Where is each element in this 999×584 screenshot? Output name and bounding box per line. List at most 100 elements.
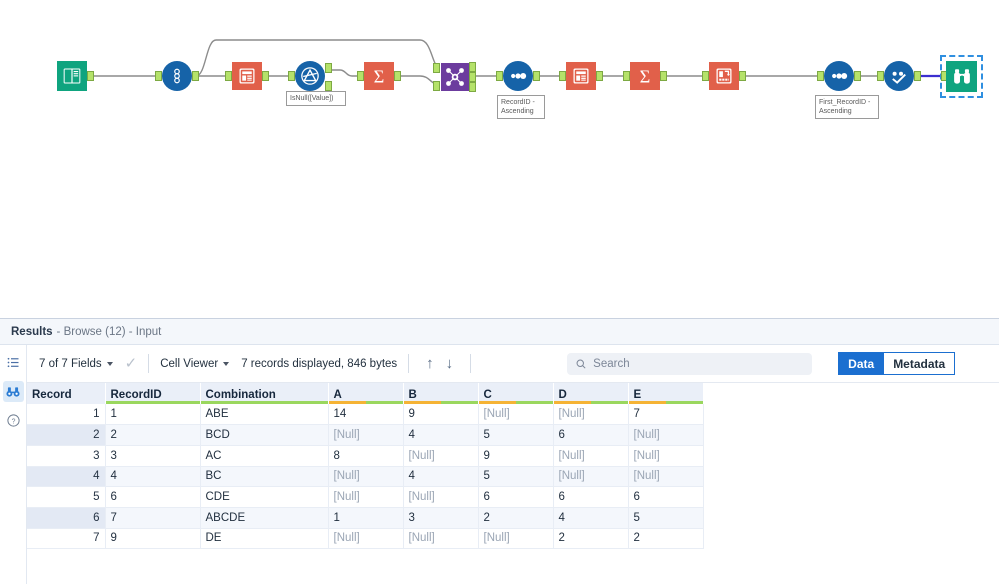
help-icon[interactable]: ? [3, 410, 24, 431]
tool-select-2[interactable] [877, 61, 921, 91]
cell-D[interactable]: [Null] [553, 404, 629, 426]
input-port[interactable] [496, 71, 503, 81]
cell-RecordID[interactable]: 1 [105, 404, 201, 426]
data-metadata-toggle[interactable]: Data Metadata [838, 352, 956, 375]
cell-RecordID[interactable]: 7 [105, 507, 201, 529]
cell-Combination[interactable]: DE [200, 528, 329, 550]
cell-Combination[interactable]: BCD [200, 424, 329, 446]
column-header-d[interactable]: D [553, 383, 629, 404]
cell-B[interactable]: [Null] [403, 528, 479, 550]
cell-Combination[interactable]: CDE [200, 486, 329, 508]
left-input-port[interactable] [433, 63, 440, 73]
cell-A[interactable]: 8 [328, 445, 404, 467]
scroll-up-button[interactable]: ↑ [426, 355, 434, 372]
workflow-canvas[interactable]: IsNull([Value]) Σ [0, 0, 999, 318]
cell-RecordID[interactable]: 9 [105, 528, 201, 550]
cell-E[interactable]: [Null] [628, 466, 704, 488]
cell-E[interactable]: 7 [628, 404, 704, 426]
input-port[interactable] [225, 71, 232, 81]
tool-sort-1[interactable]: RecordID - Ascending [496, 61, 545, 119]
cell-Combination[interactable]: ABE [200, 404, 329, 426]
tool-transpose[interactable] [559, 62, 603, 90]
column-header-combination[interactable]: Combination [200, 383, 329, 404]
input-port[interactable] [877, 71, 884, 81]
cell-D[interactable]: 2 [553, 528, 629, 550]
cell-RecordID[interactable]: 2 [105, 424, 201, 446]
output-port[interactable] [854, 71, 861, 81]
tool-join[interactable] [433, 62, 476, 92]
cell-A[interactable]: 14 [328, 404, 404, 426]
cell-E[interactable]: [Null] [628, 445, 704, 467]
column-header-recordid[interactable]: RecordID [105, 383, 201, 404]
tool-summarize-2[interactable]: Σ [623, 62, 667, 90]
output-port[interactable] [87, 71, 94, 81]
chevron-down-icon[interactable] [106, 361, 113, 366]
cell-A[interactable]: 1 [328, 507, 404, 529]
cell-RecordID[interactable]: 3 [105, 445, 201, 467]
cell-A[interactable]: [Null] [328, 528, 404, 550]
cell-B[interactable]: 4 [403, 466, 479, 488]
tool-sort-2[interactable]: First_RecordID - Ascending [815, 61, 879, 119]
tool-crosstab[interactable] [702, 62, 746, 90]
right-output-port[interactable] [469, 82, 476, 92]
join-output-port[interactable] [469, 72, 476, 82]
cell-B[interactable]: 4 [403, 424, 479, 446]
input-port[interactable] [702, 71, 709, 81]
cell-C[interactable]: 9 [478, 445, 554, 467]
tab-data[interactable]: Data [838, 352, 885, 375]
tool-filter[interactable]: IsNull([Value]) [286, 61, 346, 106]
cell-B[interactable]: 9 [403, 404, 479, 426]
output-port[interactable] [394, 71, 401, 81]
cell-E[interactable]: 2 [628, 528, 704, 550]
cell-D[interactable]: 4 [553, 507, 629, 529]
left-output-port[interactable] [469, 62, 476, 72]
input-port[interactable] [817, 71, 824, 81]
cell-RecordID[interactable]: 6 [105, 486, 201, 508]
true-output-port[interactable] [325, 63, 332, 73]
output-port[interactable] [914, 71, 921, 81]
output-port[interactable] [262, 71, 269, 81]
cell-A[interactable]: [Null] [328, 486, 404, 508]
search-input[interactable]: Search [567, 352, 813, 375]
cell-C[interactable]: [Null] [478, 404, 554, 426]
cell-D[interactable]: 6 [553, 486, 629, 508]
column-header-e[interactable]: E [628, 383, 704, 404]
cell-Combination[interactable]: BC [200, 466, 329, 488]
cell-B[interactable]: [Null] [403, 486, 479, 508]
chevron-down-icon[interactable] [223, 361, 230, 366]
list-view-icon[interactable] [3, 352, 24, 373]
cell-viewer-selector[interactable]: Cell Viewer [160, 358, 230, 370]
cell-D[interactable]: 6 [553, 424, 629, 446]
cell-C[interactable]: 6 [478, 486, 554, 508]
cell-C[interactable]: 5 [478, 466, 554, 488]
cell-C[interactable]: [Null] [478, 528, 554, 550]
cell-B[interactable]: [Null] [403, 445, 479, 467]
cell-D[interactable]: [Null] [553, 466, 629, 488]
output-port[interactable] [739, 71, 746, 81]
fields-selector[interactable]: 7 of 7 Fields [39, 358, 113, 370]
cell-E[interactable]: 5 [628, 507, 704, 529]
input-port[interactable] [559, 71, 566, 81]
cell-Combination[interactable]: ABCDE [200, 507, 329, 529]
column-header-a[interactable]: A [328, 383, 404, 404]
output-port[interactable] [596, 71, 603, 81]
output-port[interactable] [533, 71, 540, 81]
input-port[interactable] [623, 71, 630, 81]
cell-C[interactable]: 5 [478, 424, 554, 446]
tool-input-data[interactable] [57, 61, 94, 91]
apply-check-icon[interactable]: ✓ [124, 355, 138, 372]
input-port[interactable] [357, 71, 364, 81]
false-output-port[interactable] [325, 81, 332, 91]
cell-D[interactable]: [Null] [553, 445, 629, 467]
output-port[interactable] [192, 71, 199, 81]
column-header-record[interactable]: Record [27, 383, 106, 404]
cell-C[interactable]: 2 [478, 507, 554, 529]
input-port[interactable] [155, 71, 162, 81]
